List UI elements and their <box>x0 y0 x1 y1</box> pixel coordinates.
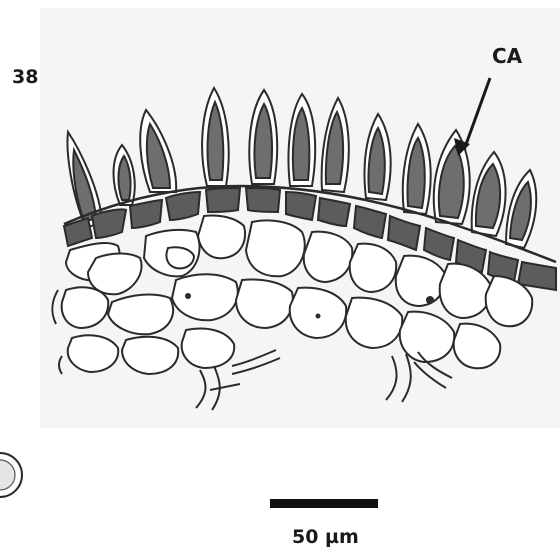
scale-bar <box>270 499 378 508</box>
partial-cell-left-edge <box>0 453 22 497</box>
scale-bar-label: 50 µm <box>292 526 359 548</box>
annotation-label-ca: CA <box>492 44 522 68</box>
figure-number: 38 <box>12 66 38 88</box>
